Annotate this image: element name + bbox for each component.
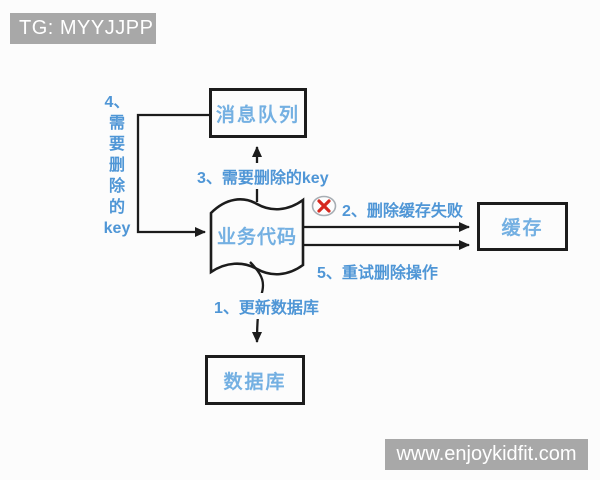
arrow-step4: [136, 113, 209, 237]
node-cache: 缓存: [477, 202, 568, 251]
node-business-code-label: 业务代码: [216, 227, 297, 248]
label-step2: 2、删除缓存失败: [340, 196, 465, 222]
label-step4-line: 除: [108, 178, 125, 195]
label-step4-line: 要: [108, 136, 125, 153]
error-x-icon: [311, 195, 337, 217]
label-step4-line: 需: [108, 115, 125, 132]
label-step4-line: 4、: [104, 94, 130, 111]
label-step5: 5、重试删除操作: [315, 258, 440, 284]
node-message-queue: 消息队列: [209, 88, 307, 138]
business-code-shape: [209, 197, 305, 276]
label-step4: 4、 需 要 删 除 的 key: [96, 92, 138, 239]
node-database: 数据库: [205, 355, 305, 405]
label-step1: 1、更新数据库: [212, 293, 321, 319]
label-step4-line: 的: [108, 199, 125, 216]
label-step4-line: key: [103, 220, 131, 237]
label-step3: 3、需要删除的key: [195, 163, 331, 189]
watermark-bottom: www.enjoykidfit.com: [385, 439, 588, 470]
watermark-top: TG: MYYJJPP: [10, 13, 156, 44]
label-step4-line: 删: [108, 157, 125, 174]
